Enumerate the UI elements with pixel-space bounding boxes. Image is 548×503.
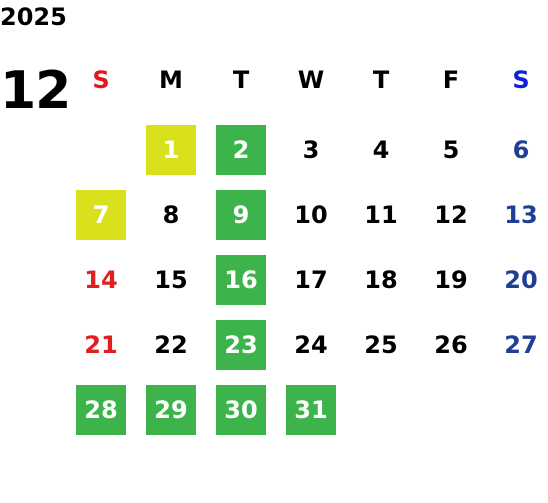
month-label: 12: [0, 61, 71, 121]
calendar-day[interactable]: 23: [216, 320, 266, 370]
calendar-day[interactable]: 12: [434, 201, 468, 229]
calendar-day[interactable]: 5: [442, 136, 460, 164]
weekday-header: M: [159, 66, 183, 94]
calendar-day[interactable]: 31: [286, 385, 336, 435]
calendar-day[interactable]: 30: [216, 385, 266, 435]
calendar-day[interactable]: 14: [84, 266, 118, 294]
calendar-day[interactable]: 25: [364, 331, 398, 359]
calendar-day[interactable]: 28: [76, 385, 126, 435]
calendar-day[interactable]: 26: [434, 331, 468, 359]
calendar-day[interactable]: 24: [294, 331, 328, 359]
weekday-header: W: [297, 66, 325, 94]
calendar-day[interactable]: 18: [364, 266, 398, 294]
calendar-day[interactable]: 20: [504, 266, 538, 294]
calendar-day[interactable]: 9: [216, 190, 266, 240]
calendar-day[interactable]: 17: [294, 266, 328, 294]
weekday-header: T: [232, 66, 250, 94]
weekday-header: T: [372, 66, 390, 94]
weekday-header: F: [442, 66, 460, 94]
calendar-day[interactable]: 15: [154, 266, 188, 294]
calendar-day[interactable]: 6: [512, 136, 530, 164]
calendar-day[interactable]: 22: [154, 331, 188, 359]
weekday-header: S: [92, 66, 110, 94]
calendar-day[interactable]: 8: [162, 201, 180, 229]
calendar-day[interactable]: 1: [146, 125, 196, 175]
calendar-day[interactable]: 21: [84, 331, 118, 359]
calendar-day[interactable]: 16: [216, 255, 266, 305]
calendar-day[interactable]: 27: [504, 331, 538, 359]
calendar-day[interactable]: 3: [302, 136, 320, 164]
weekday-header: S: [512, 66, 530, 94]
calendar-day[interactable]: 11: [364, 201, 398, 229]
year-label: 2025: [0, 3, 67, 31]
calendar-day[interactable]: 29: [146, 385, 196, 435]
calendar-day[interactable]: 7: [76, 190, 126, 240]
calendar-day[interactable]: 19: [434, 266, 468, 294]
calendar-day[interactable]: 10: [294, 201, 328, 229]
calendar-day[interactable]: 13: [504, 201, 538, 229]
calendar-day[interactable]: 2: [216, 125, 266, 175]
calendar-day[interactable]: 4: [372, 136, 390, 164]
